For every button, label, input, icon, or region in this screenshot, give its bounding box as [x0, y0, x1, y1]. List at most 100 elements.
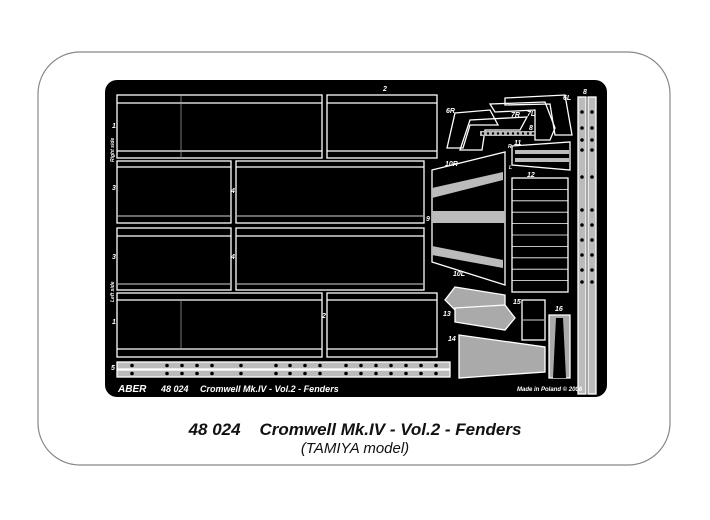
hole — [419, 363, 423, 368]
hole — [501, 132, 505, 135]
part-4-right — [235, 160, 425, 224]
hole — [419, 371, 423, 376]
hole — [580, 253, 584, 257]
hole — [590, 268, 594, 272]
hole — [580, 148, 584, 152]
hole — [590, 208, 594, 212]
hole — [590, 238, 594, 242]
label-4b: 4 — [230, 254, 235, 261]
part-3-left — [116, 227, 232, 291]
label-16: 16 — [555, 306, 563, 313]
hole — [288, 363, 292, 368]
label-3b: 3 — [112, 254, 116, 261]
part-6l — [504, 94, 573, 136]
part-2-right — [326, 94, 438, 159]
hole — [274, 371, 278, 376]
hole — [180, 363, 184, 368]
hole — [580, 223, 584, 227]
hole — [434, 371, 438, 376]
hole — [303, 371, 307, 376]
hole — [344, 371, 348, 376]
hole — [359, 371, 363, 376]
hole — [486, 132, 490, 135]
hole — [195, 371, 199, 376]
part-11 — [511, 141, 571, 171]
label-1: 1 — [112, 123, 116, 130]
hole — [506, 132, 510, 135]
hole — [580, 238, 584, 242]
hole — [496, 132, 500, 135]
hole — [180, 371, 184, 376]
hole — [210, 371, 214, 376]
hole — [590, 126, 594, 130]
part-5 — [116, 361, 451, 370]
label-12: 12 — [527, 172, 535, 179]
label-3: 3 — [112, 185, 116, 192]
hole — [274, 363, 278, 368]
label-15: 15 — [513, 299, 521, 306]
hole — [590, 175, 594, 179]
hole — [359, 363, 363, 368]
right-side-label: Right side — [110, 138, 116, 162]
hole — [389, 371, 393, 376]
hole — [239, 363, 243, 368]
hole — [590, 148, 594, 152]
label-7l: 7L — [527, 111, 535, 118]
hole — [580, 175, 584, 179]
hole — [580, 126, 584, 130]
hole — [511, 132, 515, 135]
hole — [491, 132, 495, 135]
label-13: 13 — [443, 311, 451, 318]
label-2b: 2 — [321, 313, 326, 320]
part-10 — [431, 151, 506, 286]
hole — [404, 371, 408, 376]
part-6r — [446, 109, 500, 149]
label-11: 11 — [514, 140, 521, 147]
part-4-left — [235, 227, 425, 291]
hole — [590, 223, 594, 227]
label-4: 4 — [230, 188, 235, 195]
label-8: 8 — [583, 89, 587, 96]
hole — [374, 371, 378, 376]
hole — [481, 132, 485, 135]
fret-name: Cromwell Mk.IV - Vol.2 - Fenders — [200, 384, 339, 394]
hole — [590, 138, 594, 142]
hole — [434, 363, 438, 368]
label-8s: 8 — [529, 125, 533, 132]
part-7 — [488, 101, 556, 141]
hole — [288, 371, 292, 376]
hole — [239, 371, 243, 376]
hole — [580, 280, 584, 284]
part-1-left — [116, 292, 323, 358]
part-1-right — [116, 94, 323, 159]
label-6l: 6L — [563, 95, 571, 102]
hole — [580, 110, 584, 114]
label-5: 5 — [111, 365, 115, 372]
label-1b: 1 — [112, 319, 116, 326]
label-7r: 7R — [511, 112, 520, 119]
caption-title: 48 024 Cromwell Mk.IV - Vol.2 - Fenders — [188, 420, 522, 439]
hole — [195, 363, 199, 368]
hole — [590, 280, 594, 284]
hole — [130, 363, 134, 368]
hole — [165, 371, 169, 376]
hole — [580, 138, 584, 142]
hole — [580, 208, 584, 212]
part-8 — [577, 96, 587, 395]
part-3-right — [116, 160, 232, 224]
label-10l: 10L — [453, 271, 465, 278]
hole — [344, 363, 348, 368]
hole — [590, 253, 594, 257]
hole — [404, 363, 408, 368]
hole — [531, 132, 535, 135]
hole — [210, 363, 214, 368]
label-l: L — [509, 165, 512, 171]
hole — [165, 363, 169, 368]
hole — [521, 132, 525, 135]
brand-logo: ABER — [117, 384, 147, 395]
hole — [318, 371, 322, 376]
hole — [318, 363, 322, 368]
fret-code: 48 024 — [160, 384, 189, 394]
part-14 — [458, 334, 546, 379]
